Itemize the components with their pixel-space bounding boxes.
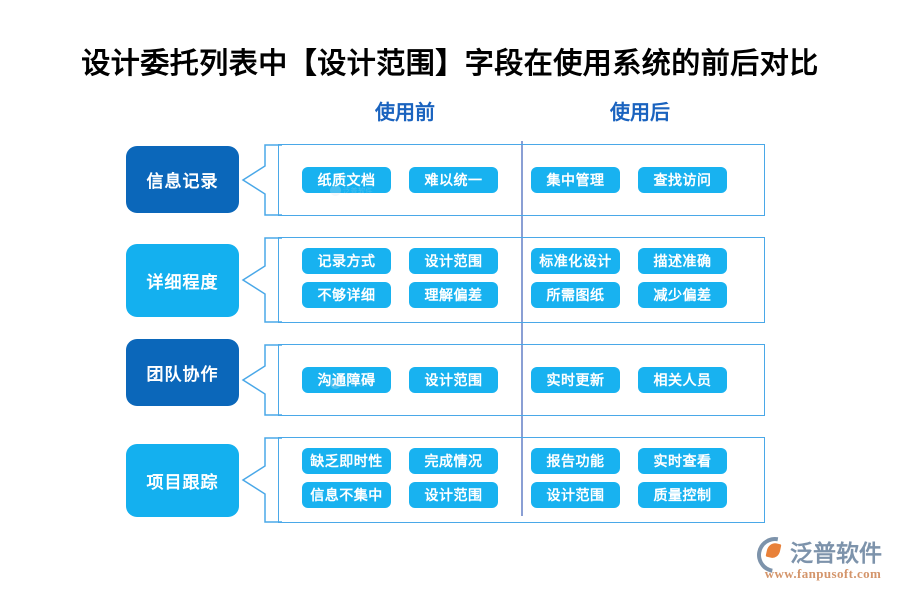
page-title: 设计委托列表中【设计范围】字段在使用系统的前后对比 <box>81 48 819 80</box>
row-label-3: 团队协作 <box>126 339 239 406</box>
pill-before-4-1[interactable]: 缺乏即时性 <box>302 448 391 474</box>
subtitle-before: 使用前 <box>375 102 435 124</box>
subtitle-after: 使用后 <box>610 102 670 124</box>
pill-after-2-3[interactable]: 所需图纸 <box>531 282 620 308</box>
pill-before-2-2[interactable]: 设计范围 <box>409 248 498 274</box>
pill-grid: 记录方式设计范围不够详细理解偏差 标准化设计描述准确所需图纸减少偏差 <box>279 238 764 322</box>
pill-grid: 沟通障碍设计范围 实时更新相关人员 <box>279 345 764 415</box>
pill-before-4-4[interactable]: 设计范围 <box>409 482 498 508</box>
arrow-connector-4 <box>239 437 283 523</box>
pill-before-1-1[interactable]: 纸质文档 <box>302 167 391 193</box>
pill-before-3-2[interactable]: 设计范围 <box>409 367 498 393</box>
row-label-4: 项目跟踪 <box>126 444 239 517</box>
center-divider <box>521 141 523 516</box>
row-label-2: 详细程度 <box>126 244 239 317</box>
pill-before-1-2[interactable]: 难以统一 <box>409 167 498 193</box>
pill-after-3-1[interactable]: 实时更新 <box>531 367 620 393</box>
pill-after-1-1[interactable]: 集中管理 <box>531 167 620 193</box>
pill-before-3-1[interactable]: 沟通障碍 <box>302 367 391 393</box>
pill-after-1-2[interactable]: 查找访问 <box>638 167 727 193</box>
pill-after-2-1[interactable]: 标准化设计 <box>531 248 620 274</box>
row-container-4: 缺乏即时性完成情况信息不集中设计范围报告功能实时查看设计范围质量控制 <box>278 437 765 523</box>
pill-before-4-2[interactable]: 完成情况 <box>409 448 498 474</box>
pill-before-2-4[interactable]: 理解偏差 <box>409 282 498 308</box>
pill-grid: 纸质文档难以统一 集中管理查找访问 <box>279 145 764 215</box>
logo-top-row: 泛普软件 <box>749 529 889 581</box>
arrow-connector-1 <box>239 144 283 216</box>
row-container-2: 记录方式设计范围不够详细理解偏差 标准化设计描述准确所需图纸减少偏差 <box>278 237 765 323</box>
row-label-1: 信息记录 <box>126 146 239 213</box>
pill-grid: 缺乏即时性完成情况信息不集中设计范围报告功能实时查看设计范围质量控制 <box>279 438 764 522</box>
pill-after-4-2[interactable]: 实时查看 <box>638 448 727 474</box>
fanpu-logo-icon <box>749 529 801 581</box>
pill-after-4-4[interactable]: 质量控制 <box>638 482 727 508</box>
pill-before-2-1[interactable]: 记录方式 <box>302 248 391 274</box>
pill-before-2-3[interactable]: 不够详细 <box>302 282 391 308</box>
arrow-connector-2 <box>239 237 283 323</box>
brand-logo: 泛普软件 www.fanpusoft.com <box>749 529 889 589</box>
row-container-1: 纸质文档难以统一 集中管理查找访问 <box>278 144 765 216</box>
pill-after-2-4[interactable]: 减少偏差 <box>638 282 727 308</box>
pill-after-4-3[interactable]: 设计范围 <box>531 482 620 508</box>
row-container-3: 沟通障碍设计范围 实时更新相关人员 <box>278 344 765 416</box>
brand-url: www.fanpusoft.com <box>764 566 882 581</box>
pill-after-3-2[interactable]: 相关人员 <box>638 367 727 393</box>
pill-before-4-3[interactable]: 信息不集中 <box>302 482 391 508</box>
arrow-connector-3 <box>239 344 283 416</box>
pill-after-2-2[interactable]: 描述准确 <box>638 248 727 274</box>
pill-after-4-1[interactable]: 报告功能 <box>531 448 620 474</box>
brand-name: 泛普软件 <box>790 541 882 566</box>
comparison-subtitles: 使用前 使用后 <box>0 96 900 126</box>
title-block: 设计委托列表中【设计范围】字段在使用系统的前后对比 <box>0 0 900 81</box>
